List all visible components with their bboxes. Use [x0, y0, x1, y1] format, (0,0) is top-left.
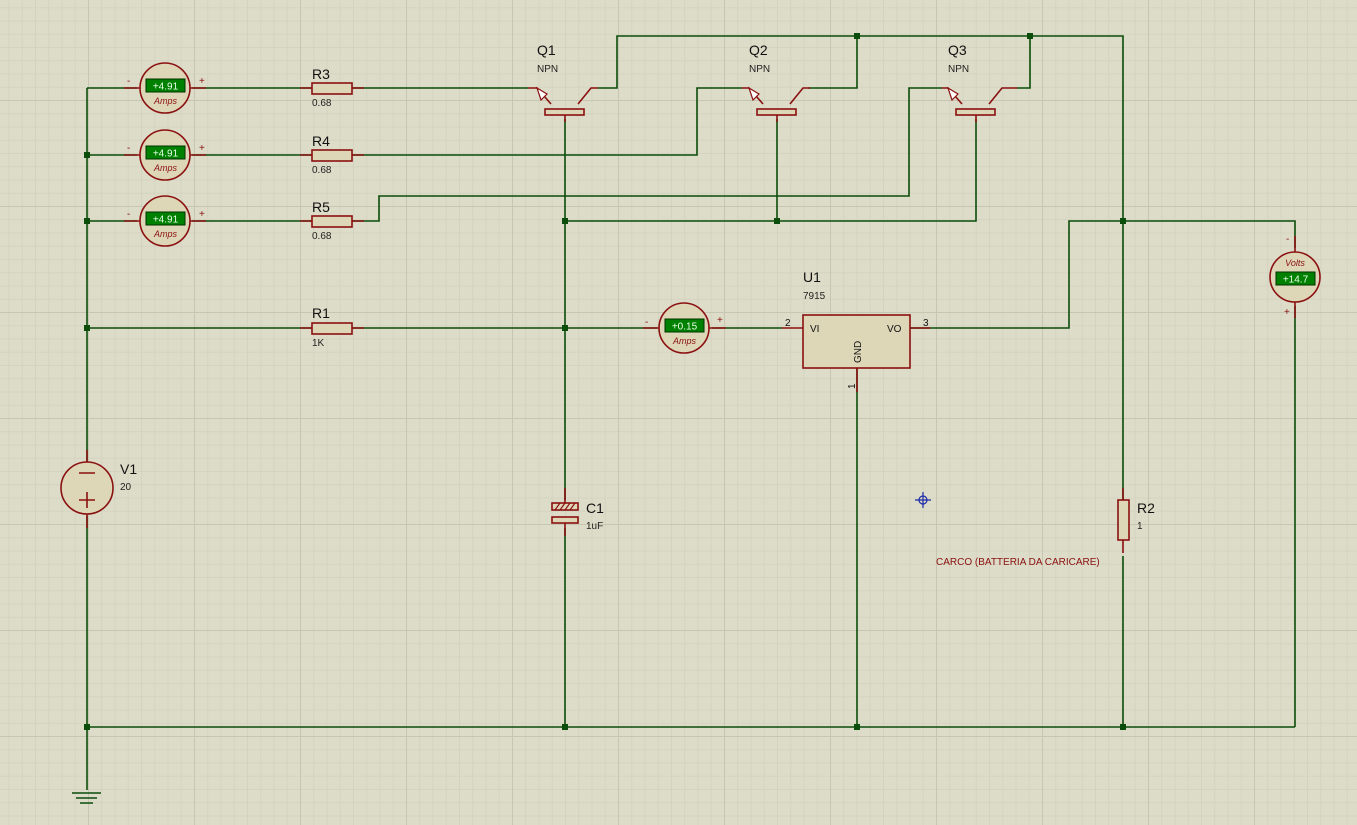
- ammeter-1-minus: -: [127, 76, 130, 87]
- ammeter-4[interactable]: +0.15 Amps - +: [643, 302, 726, 354]
- ammeter-3-unit: Amps: [153, 229, 178, 239]
- ammeter-1-unit: Amps: [153, 96, 178, 106]
- u1-pin3-number: 3: [923, 318, 929, 329]
- resistor-r5[interactable]: R5 0.68: [300, 199, 364, 242]
- ammeter-4-unit: Amps: [672, 336, 697, 346]
- c1-value: 1uF: [586, 521, 603, 532]
- q3-ref: Q3: [948, 42, 967, 58]
- load-annotation: CARCO (BATTERIA DA CARICARE): [936, 557, 1100, 568]
- r5-value: 0.68: [312, 231, 332, 242]
- u1-pin-vo-label: VO: [887, 324, 902, 335]
- voltmeter[interactable]: Volts +14.7 - +: [1269, 234, 1321, 318]
- u1-part: 7915: [803, 291, 826, 302]
- ammeter-1-plus: +: [199, 76, 205, 87]
- u1-ref: U1: [803, 269, 821, 285]
- r4-value: 0.68: [312, 165, 332, 176]
- ammeter-3-plus: +: [199, 209, 205, 220]
- capacitor-c1[interactable]: C1 1uF: [551, 488, 604, 536]
- c1-ref: C1: [586, 500, 604, 516]
- v1-ref: V1: [120, 461, 137, 477]
- r4-ref: R4: [312, 133, 330, 149]
- r1-ref: R1: [312, 305, 330, 321]
- transistor-q3[interactable]: Q3 NPN: [942, 42, 1017, 122]
- ammeter-2[interactable]: +4.91 Amps - +: [124, 129, 206, 181]
- q1-type: NPN: [537, 64, 558, 75]
- transistor-q1[interactable]: Q1 NPN: [528, 42, 598, 122]
- voltmeter-minus: -: [1286, 234, 1289, 245]
- q1-ref: Q1: [537, 42, 556, 58]
- u1-pin1-number: 1: [847, 383, 858, 389]
- resistor-r3[interactable]: R3 0.68: [300, 66, 364, 109]
- ammeter-4-reading: +0.15: [672, 322, 698, 333]
- voltmeter-unit: Volts: [1285, 258, 1305, 268]
- regulator-u1[interactable]: U1 7915 VI VO GND 2 3 1: [782, 269, 930, 392]
- ammeter-3-reading: +4.91: [153, 215, 179, 226]
- u1-pin2-number: 2: [785, 318, 791, 329]
- u1-pin-gnd-label: GND: [853, 341, 864, 363]
- crosshair-cursor-icon: [915, 492, 931, 508]
- transistor-q2[interactable]: Q2 NPN: [742, 42, 810, 122]
- ammeter-2-minus: -: [127, 143, 130, 154]
- ammeter-4-minus: -: [645, 317, 648, 328]
- voltmeter-reading: +14.7: [1283, 275, 1309, 286]
- r3-value: 0.68: [312, 98, 332, 109]
- q2-ref: Q2: [749, 42, 768, 58]
- wires: [72, 35, 1296, 804]
- r5-ref: R5: [312, 199, 330, 215]
- r1-value: 1K: [312, 338, 325, 349]
- r2-value: 1: [1137, 521, 1143, 532]
- r3-ref: R3: [312, 66, 330, 82]
- ammeter-2-unit: Amps: [153, 163, 178, 173]
- ammeter-3-minus: -: [127, 209, 130, 220]
- ammeter-3[interactable]: +4.91 Amps - +: [124, 195, 206, 247]
- ammeter-4-plus: +: [717, 315, 723, 326]
- ammeter-2-plus: +: [199, 143, 205, 154]
- resistor-r4[interactable]: R4 0.68: [300, 133, 364, 176]
- ammeter-1-reading: +4.91: [153, 82, 179, 93]
- q3-type: NPN: [948, 64, 969, 75]
- q2-type: NPN: [749, 64, 770, 75]
- r2-ref: R2: [1137, 500, 1155, 516]
- junctions: [84, 33, 1126, 730]
- voltage-source-v1[interactable]: V1 20: [60, 450, 137, 528]
- ammeter-2-reading: +4.91: [153, 149, 179, 160]
- u1-pin-vi-label: VI: [810, 324, 819, 335]
- v1-value: 20: [120, 482, 132, 493]
- resistor-r2[interactable]: R2 1: [1117, 488, 1155, 553]
- voltmeter-plus: +: [1284, 307, 1290, 318]
- resistor-r1[interactable]: R1 1K: [300, 305, 364, 349]
- ammeter-1[interactable]: +4.91 Amps - +: [124, 62, 206, 114]
